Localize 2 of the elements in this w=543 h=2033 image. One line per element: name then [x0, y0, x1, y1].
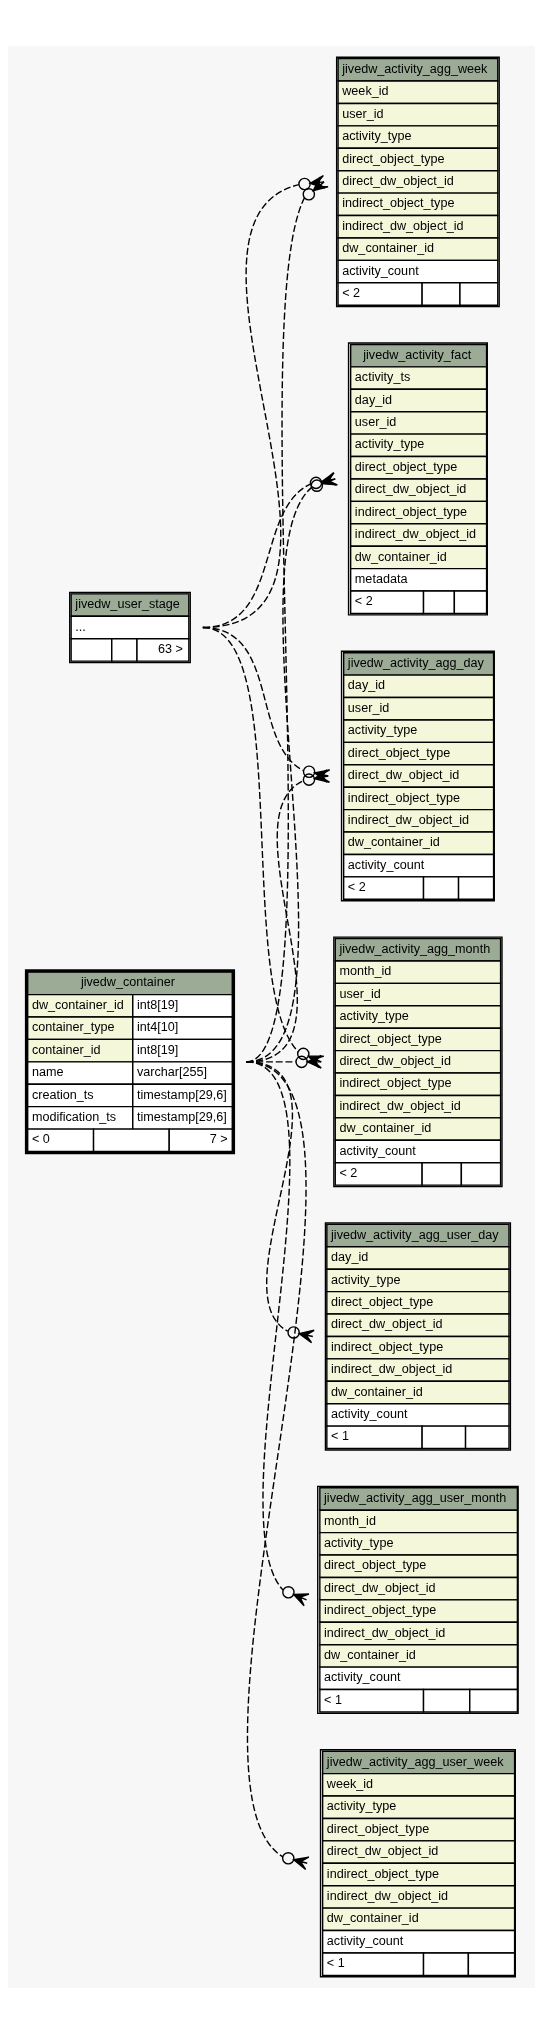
connector: [202, 626, 331, 783]
connector: [245, 1060, 310, 1870]
